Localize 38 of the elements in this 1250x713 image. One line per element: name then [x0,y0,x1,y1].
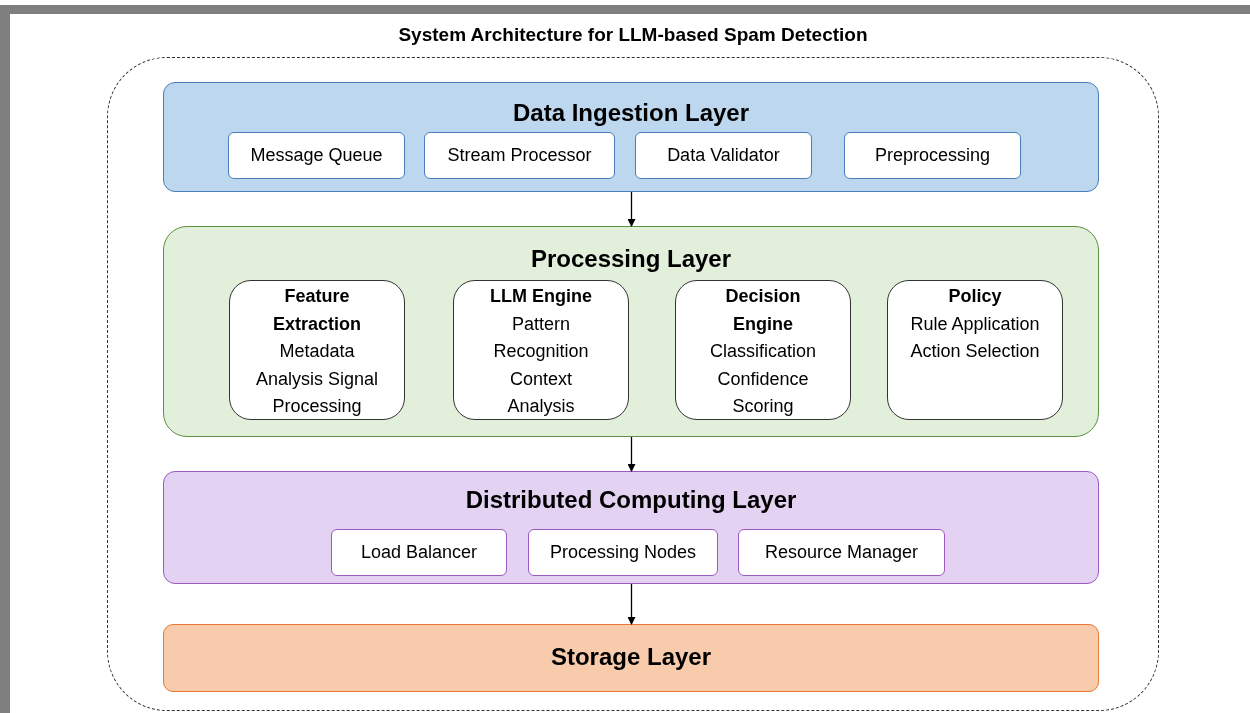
component-label: Preprocessing [873,144,992,167]
component-box [424,132,615,179]
card-heading: Decision Engine [724,285,802,336]
component-box [331,529,507,576]
component-card [887,280,1063,420]
component-box [635,132,812,179]
card-body: Pattern Recognition Context Analysis [492,312,590,418]
component-box [528,529,718,576]
layer-panel [163,226,1099,437]
component-card [453,280,629,420]
component-label: Message Queue [249,144,384,167]
layer-panel [163,624,1099,692]
layer-panel [163,471,1099,584]
arrow [627,191,636,227]
layer-title: Processing Layer [529,245,733,273]
component-card [675,280,851,420]
layer-title: Data Ingestion Layer [511,99,751,127]
arrow [627,583,636,625]
layer-title: Storage Layer [549,643,713,671]
component-label: Stream Processor [446,144,593,167]
container-heading: System Architecture for LLM-based Spam Detection [397,24,869,46]
card-heading: Policy [947,285,1003,308]
component-card [229,280,405,420]
layer-panel [163,82,1099,192]
component-label: Resource Manager [763,541,920,564]
component-label: Load Balancer [359,541,479,564]
component-box [844,132,1021,179]
component-box [738,529,945,576]
card-body: Classification Confidence Scoring [708,340,817,418]
card-body: Rule Application Action Selection [909,312,1041,363]
component-box [228,132,405,179]
card-heading: Feature Extraction [272,285,362,336]
card-body: Metadata Analysis Signal Processing [254,340,380,418]
card-heading: LLM Engine [489,285,593,308]
arrow [627,436,636,472]
component-label: Data Validator [666,144,781,167]
layer-title: Distributed Computing Layer [464,486,798,514]
component-label: Processing Nodes [548,541,698,564]
